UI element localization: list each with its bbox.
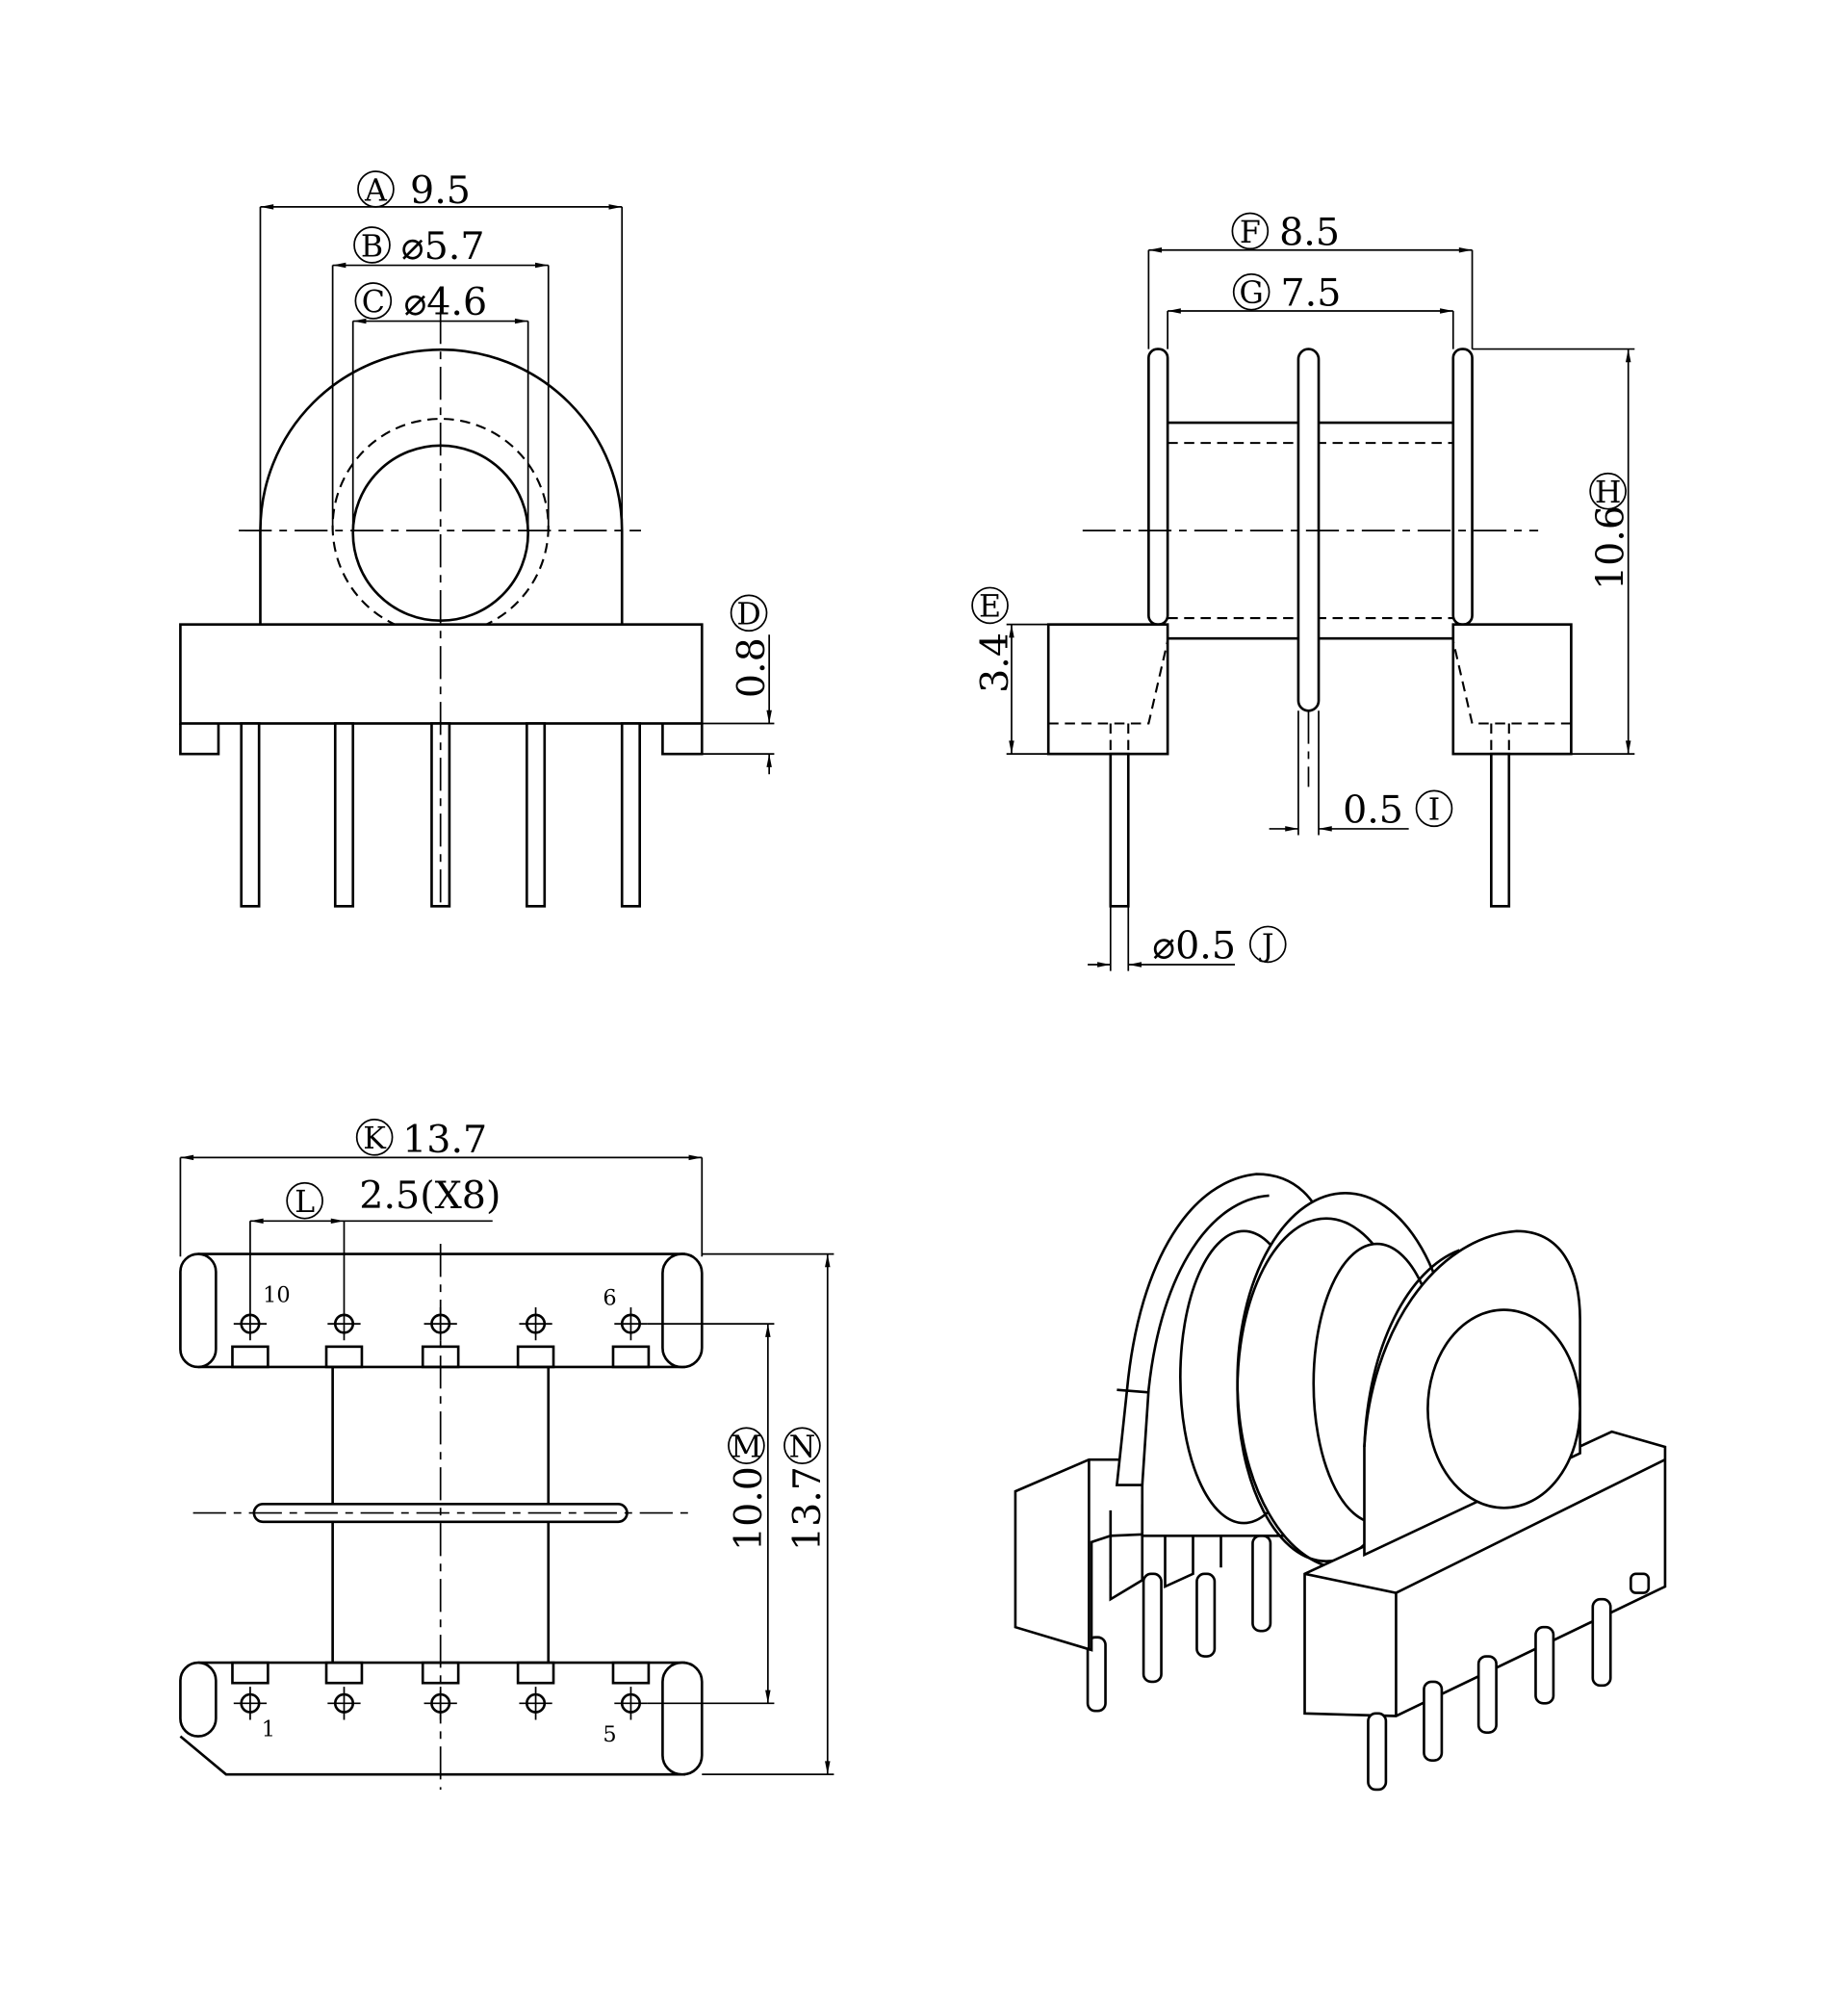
pin-label-5: 5 bbox=[603, 1722, 616, 1747]
dim-H-letter: H bbox=[1595, 476, 1622, 510]
dim-A-letter: A bbox=[364, 173, 388, 208]
dim-E-value: 3.4 bbox=[973, 632, 1017, 693]
dim-J-letter: J bbox=[1259, 929, 1274, 964]
isometric-view bbox=[1014, 1173, 1667, 1792]
pin-hole-icon bbox=[519, 1306, 552, 1341]
pin-hole-icon bbox=[614, 1306, 648, 1341]
dim-N-letter: N bbox=[789, 1431, 816, 1465]
pin-hole-icon bbox=[519, 1687, 552, 1720]
side-view: F 8.5 G 7.5 H 10.6 E 3.4 0.5 I ⌀0.5 J bbox=[971, 210, 1635, 971]
dim-M-letter: M bbox=[731, 1431, 761, 1465]
top-view: 10 6 1 5 K 13.7 L 2.5(X8) M 10.0 N 13.7 bbox=[179, 1118, 834, 1790]
pin-hole-icon bbox=[233, 1306, 268, 1341]
dim-F-letter: F bbox=[1240, 216, 1261, 250]
dim-M-value: 10.0 bbox=[727, 1466, 771, 1551]
dim-J-value: ⌀0.5 bbox=[1152, 923, 1236, 968]
pin-label-1: 1 bbox=[262, 1717, 275, 1742]
dim-K-value: 13.7 bbox=[402, 1118, 487, 1162]
dim-C-letter: C bbox=[362, 285, 385, 320]
dim-K-letter: K bbox=[363, 1122, 387, 1156]
dim-D-letter: D bbox=[736, 598, 760, 632]
dim-B-letter: B bbox=[361, 229, 383, 264]
dim-L-value: 2.5(X8) bbox=[359, 1174, 500, 1218]
dim-B-value: ⌀5.7 bbox=[401, 224, 485, 269]
pin-hole-icon bbox=[233, 1687, 268, 1720]
dim-A-value: 9.5 bbox=[410, 168, 471, 213]
dim-G-letter: G bbox=[1240, 276, 1264, 311]
dim-E-letter: E bbox=[979, 590, 1001, 625]
dim-I-value: 0.5 bbox=[1343, 787, 1403, 832]
dim-G-value: 7.5 bbox=[1280, 271, 1341, 316]
dim-D-value: 0.8 bbox=[730, 637, 774, 698]
pin-label-10: 10 bbox=[263, 1283, 291, 1308]
dim-L-letter: L bbox=[295, 1185, 315, 1220]
dim-C-value: ⌀4.6 bbox=[403, 280, 487, 324]
dim-I-letter: I bbox=[1428, 793, 1441, 828]
dim-F-value: 8.5 bbox=[1279, 210, 1340, 254]
pin-hole-icon bbox=[327, 1306, 361, 1341]
dim-H-value: 10.6 bbox=[1588, 505, 1632, 590]
front-view: A 9.5 B ⌀5.7 C ⌀4.6 D 0.8 bbox=[179, 168, 775, 908]
pin-hole-icon bbox=[614, 1687, 648, 1720]
pin-label-6: 6 bbox=[603, 1285, 616, 1310]
pin-hole-icon bbox=[327, 1687, 361, 1720]
dim-N-value: 13.7 bbox=[785, 1466, 830, 1551]
